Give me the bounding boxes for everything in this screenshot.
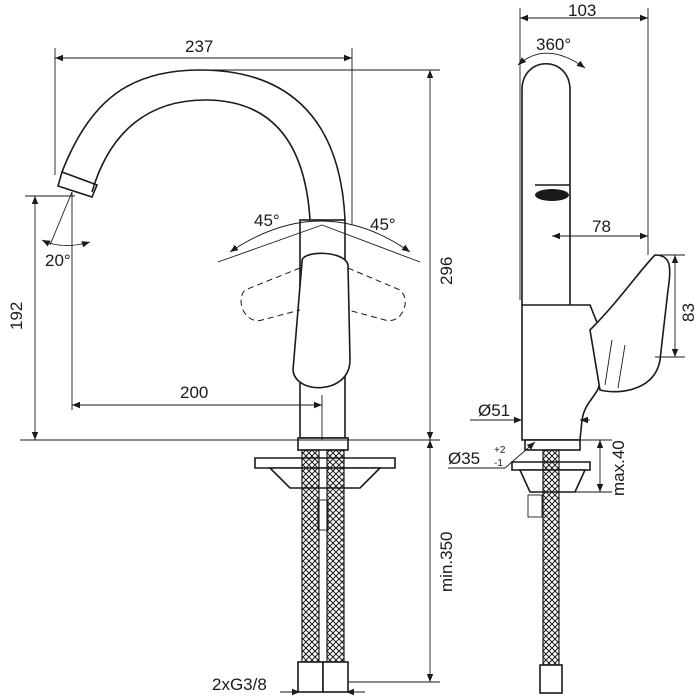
hole-tolerance-upper: +2 (494, 445, 506, 456)
body-diameter-label: Ø51 (478, 401, 510, 420)
connection-label: 2xG3/8 (212, 675, 267, 694)
reach-label: 200 (180, 383, 208, 402)
hose-right (326, 449, 345, 663)
side-view: 360° 103 78 83 Ø51 Ø35 +2 -1 max.40 (448, 1, 698, 694)
handle-right-position (347, 267, 406, 322)
hole-diameter-label: Ø35 (448, 449, 480, 468)
hose-length-label: min.350 (437, 532, 456, 592)
connector-right (322, 661, 349, 693)
handle-angle-left-label: 45° (254, 211, 280, 230)
width-label: 237 (185, 37, 213, 56)
aerator-outlet (535, 189, 569, 201)
side-connector (539, 664, 563, 694)
max-thickness-label: max.40 (609, 440, 628, 496)
spout-inner (91, 99, 311, 221)
handle-left-position (240, 267, 301, 322)
spout-angle-label: 20° (45, 251, 71, 270)
handle-offset-label: 78 (592, 217, 611, 236)
hole-tolerance-lower: -1 (494, 458, 503, 469)
base-ring (297, 437, 349, 451)
handle-height-label: 83 (679, 303, 698, 322)
side-hose (542, 449, 560, 666)
spout-outer (61, 69, 346, 221)
handle (292, 252, 351, 389)
mounting-flange (254, 457, 396, 469)
hose-left (301, 449, 320, 663)
handle-angle-right-label: 45° (370, 215, 396, 234)
mounting-nut (268, 467, 382, 489)
aerator (57, 170, 99, 198)
side-handle (589, 254, 671, 393)
front-view: 45° 45° 237 296 192 20° 200 min. (7, 37, 456, 696)
connector-left (297, 661, 324, 693)
spout-height-label: 192 (7, 302, 26, 330)
depth-label: 103 (568, 1, 596, 20)
height-label: 296 (437, 257, 456, 285)
rotation-label: 360° (536, 35, 571, 54)
